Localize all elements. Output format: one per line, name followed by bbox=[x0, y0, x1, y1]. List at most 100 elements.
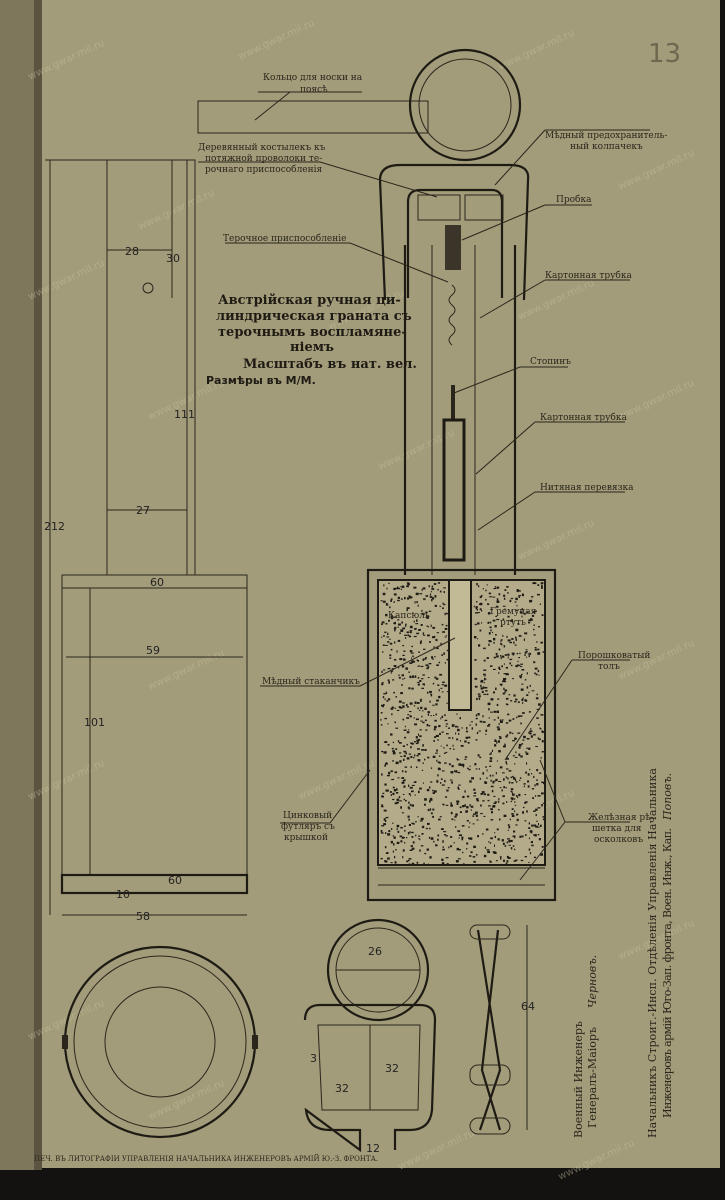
filling-speck bbox=[537, 795, 541, 797]
filling-speck bbox=[384, 698, 386, 701]
filling-speck bbox=[380, 724, 383, 726]
filling-speck bbox=[440, 782, 442, 784]
filling-speck bbox=[380, 830, 383, 833]
filling-speck bbox=[504, 681, 507, 683]
filling-speck bbox=[419, 787, 422, 790]
filling-speck bbox=[458, 763, 462, 766]
filling-speck bbox=[466, 806, 469, 809]
filling-speck bbox=[416, 619, 418, 622]
filling-speck bbox=[394, 665, 397, 667]
leader-lines bbox=[198, 91, 650, 881]
filling-speck bbox=[493, 710, 497, 713]
filling-speck bbox=[527, 653, 530, 655]
filling-speck bbox=[406, 743, 408, 746]
filling-speck bbox=[525, 649, 528, 651]
filling-speck bbox=[383, 818, 386, 821]
filling-speck bbox=[417, 683, 420, 686]
filling-speck bbox=[521, 683, 524, 685]
filling-speck bbox=[412, 675, 414, 678]
filling-speck bbox=[407, 597, 409, 600]
filling-speck bbox=[531, 773, 533, 775]
filling-speck bbox=[387, 679, 390, 682]
filling-speck bbox=[489, 753, 492, 755]
filling-speck bbox=[505, 697, 509, 700]
filling-speck bbox=[488, 632, 491, 635]
filling-speck bbox=[473, 845, 476, 848]
filling-speck bbox=[479, 603, 482, 605]
filling-speck bbox=[467, 736, 471, 739]
filling-speck bbox=[509, 818, 511, 821]
spine-left-page bbox=[0, 0, 40, 1170]
filling-speck bbox=[529, 733, 532, 735]
filling-speck bbox=[397, 830, 400, 833]
filling-speck bbox=[541, 614, 544, 616]
filling-speck bbox=[460, 745, 464, 747]
filling-speck bbox=[507, 673, 509, 676]
filling-speck bbox=[381, 795, 384, 798]
filling-speck bbox=[456, 847, 460, 851]
filling-speck bbox=[397, 825, 399, 828]
filling-speck bbox=[483, 673, 486, 676]
outer-case-drawing: 28 30 111 27 212 60 59 101 60 10 58 bbox=[44, 159, 249, 923]
filling-speck bbox=[483, 682, 485, 684]
filling-speck bbox=[490, 819, 494, 821]
label-tube-2: Картонная трубка bbox=[540, 412, 627, 423]
filling-speck bbox=[496, 586, 500, 589]
filling-speck bbox=[436, 779, 438, 781]
filling-speck bbox=[455, 732, 457, 735]
filling-speck bbox=[442, 681, 445, 683]
filling-speck bbox=[475, 714, 478, 717]
filling-speck bbox=[510, 788, 514, 791]
filling-speck bbox=[436, 759, 438, 762]
filling-speck bbox=[536, 769, 539, 772]
filling-speck bbox=[524, 820, 527, 822]
filling-speck bbox=[420, 720, 423, 722]
filling-speck bbox=[538, 772, 542, 774]
filling-speck bbox=[425, 827, 428, 830]
filling-speck bbox=[521, 835, 524, 838]
filling-speck bbox=[414, 723, 417, 726]
filling-speck bbox=[513, 694, 516, 697]
filling-speck bbox=[408, 729, 410, 731]
filling-speck bbox=[514, 601, 517, 603]
filling-speck bbox=[469, 724, 471, 726]
filling-speck bbox=[501, 655, 505, 658]
filling-speck bbox=[511, 808, 514, 810]
filling-speck bbox=[535, 673, 538, 676]
filling-speck bbox=[437, 684, 440, 686]
filling-speck bbox=[411, 687, 414, 690]
filling-speck bbox=[501, 643, 503, 646]
filling-speck bbox=[478, 697, 481, 700]
filling-speck bbox=[426, 667, 429, 670]
filling-speck bbox=[381, 825, 385, 827]
filling-speck bbox=[478, 730, 481, 732]
filling-speck bbox=[426, 848, 429, 851]
filling-speck bbox=[531, 824, 534, 827]
filling-speck bbox=[514, 804, 517, 806]
filling-speck bbox=[501, 839, 504, 842]
filling-speck bbox=[486, 777, 488, 779]
filling-speck bbox=[513, 798, 516, 800]
filling-speck bbox=[419, 680, 422, 682]
dim-handle-thickness: 3 bbox=[310, 1052, 317, 1065]
filling-speck bbox=[489, 665, 493, 667]
filling-speck bbox=[394, 771, 398, 774]
filling-speck bbox=[500, 857, 502, 860]
filling-speck bbox=[503, 594, 506, 597]
filling-speck bbox=[453, 748, 455, 750]
filling-speck bbox=[421, 588, 423, 591]
filling-speck bbox=[506, 768, 509, 770]
filling-speck bbox=[497, 740, 500, 743]
filling-speck bbox=[517, 813, 519, 816]
filling-speck bbox=[420, 624, 423, 626]
filling-speck bbox=[461, 837, 464, 841]
filling-speck bbox=[415, 718, 419, 721]
filling-speck bbox=[445, 857, 449, 859]
filling-speck bbox=[536, 783, 539, 786]
svg-text:Генералъ-Маіоръ: Генералъ-Маіоръ bbox=[586, 1027, 599, 1128]
filling-speck bbox=[424, 749, 427, 751]
filling-speck bbox=[437, 838, 439, 841]
filling-speck bbox=[433, 739, 435, 742]
filling-speck bbox=[425, 611, 428, 614]
filling-speck bbox=[499, 856, 502, 858]
